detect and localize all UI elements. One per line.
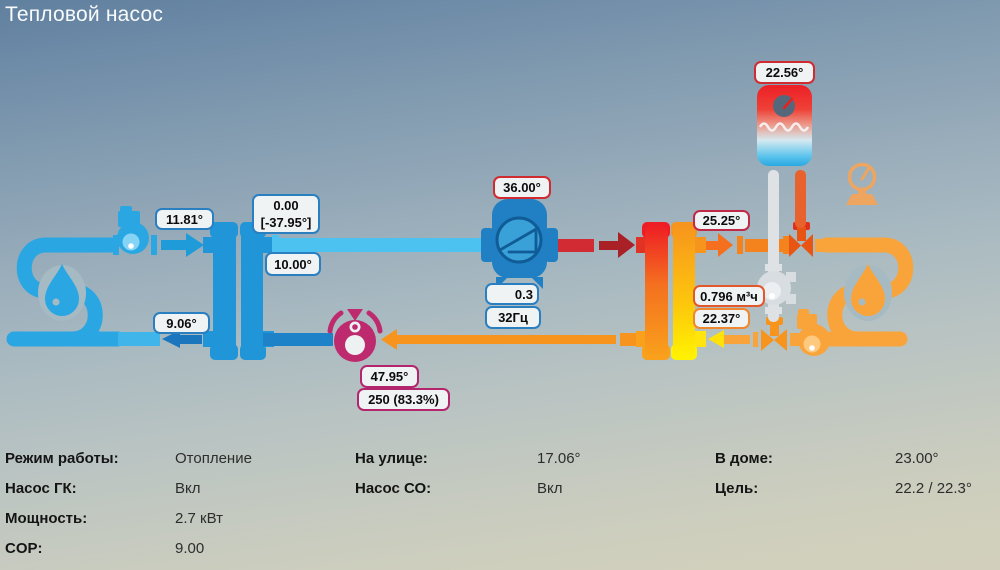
evaporator-heat-exchanger (210, 222, 274, 360)
flow-arrow (618, 232, 635, 258)
status-value: Вкл (537, 479, 563, 497)
discharge-temp-badge: 36.00° (493, 176, 551, 199)
status-value: 2.7 кВт (175, 509, 223, 527)
status-label: Мощность: (5, 509, 88, 527)
eev-position-badge: 250 (83.3%) (357, 388, 450, 411)
flow-arrow (724, 335, 750, 344)
eev-temp-badge: 47.95° (360, 365, 419, 388)
compressor-icon (481, 199, 558, 289)
status-label: На улице: (355, 449, 428, 467)
status-label: Насос ГК: (5, 479, 77, 497)
tank-circulation-pump-icon (757, 271, 796, 305)
heating-water-droplet-icon (844, 264, 892, 321)
brine-out-temp-badge: 9.06° (153, 312, 210, 334)
liquid-line-pipe (263, 329, 636, 350)
flow-arrow (708, 330, 724, 348)
tank-temp-badge: 22.56° (754, 61, 815, 84)
status-value: Отопление (175, 449, 252, 467)
status-table: Режим работы: Отопление На улице: 17.06°… (5, 443, 997, 563)
flow-arrow (599, 241, 618, 250)
status-label: COP: (5, 539, 43, 557)
heating-pump-icon (797, 309, 830, 356)
heat-pump-diagram (6, 85, 914, 362)
heating-return-pipe (708, 330, 800, 348)
brine-pump-icon (117, 206, 149, 254)
refrigerant-temp: [-37.95°] (260, 215, 312, 230)
status-label: Режим работы: (5, 449, 119, 467)
page-title: Тепловой насос (5, 3, 164, 26)
flow-arrow (161, 240, 186, 250)
flow-arrow (397, 335, 616, 344)
brine-return-pipe (118, 330, 215, 348)
status-value: 22.2 / 22.3° (895, 479, 972, 497)
compressor-frequency-badge: 32Гц (485, 306, 541, 329)
suction-pipe (272, 235, 482, 255)
tank-hot-pipe (795, 170, 806, 228)
refrigerant-badge: 0.00 [-37.95°] (252, 194, 320, 234)
status-label: Насос СО: (355, 479, 432, 497)
brine-supply-pipe (102, 233, 215, 257)
flow-rate-badge: 0.796 м³ч (693, 285, 765, 307)
evaporator-out-temp-badge: 10.00° (265, 252, 321, 276)
status-value: 23.00° (895, 449, 939, 467)
compressor-value-badge: 0.3 (485, 283, 539, 305)
flow-arrow (180, 335, 202, 344)
flow-arrow (718, 233, 733, 257)
status-value: 9.00 (175, 539, 205, 557)
status-label: В доме: (715, 449, 773, 467)
water-level-wave (758, 122, 810, 132)
flow-arrow (186, 233, 204, 257)
brine-in-temp-badge: 11.81° (155, 208, 214, 230)
discharge-pipe (558, 232, 635, 258)
ground-water-droplet-icon (38, 264, 86, 321)
pressure-gauge-icon (846, 162, 878, 205)
refrigerant-pressure: 0.00 (273, 198, 299, 213)
flow-arrow (706, 241, 718, 250)
expansion-valve-icon (327, 309, 383, 362)
flow-arrow (162, 330, 180, 348)
condenser-heat-exchanger (636, 222, 706, 360)
status-value: Вкл (175, 479, 201, 497)
status-label: Цель: (715, 479, 759, 497)
buffer-tank-icon (757, 85, 812, 166)
flow-arrow (381, 329, 397, 350)
return-temp-badge: 22.37° (693, 308, 750, 329)
status-value: 17.06° (537, 449, 581, 467)
return-valve-icon (761, 317, 787, 351)
supply-temp-badge: 25.25° (693, 210, 750, 231)
